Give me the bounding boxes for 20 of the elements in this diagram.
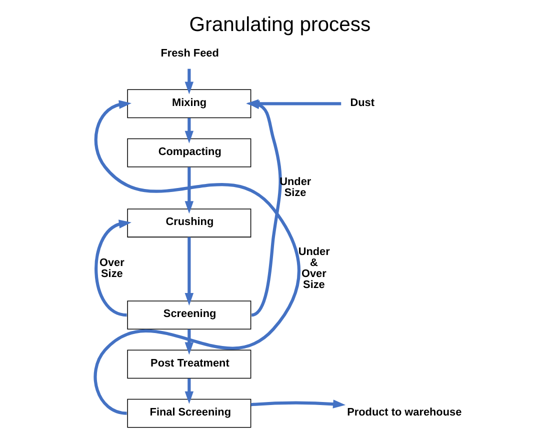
arrow (184, 118, 194, 144)
arrow (184, 329, 194, 355)
arrow (94, 220, 132, 317)
arrow (184, 68, 194, 94)
node-box: Post Treatment (127, 350, 252, 379)
edge-label: Over Size (99, 257, 124, 280)
node-box: Crushing (127, 208, 252, 238)
diagram-title: Granulating process (189, 14, 371, 36)
node-box: Final Screening (127, 398, 252, 428)
arrow (184, 237, 194, 306)
node-box: Mixing (127, 89, 252, 118)
arrow (250, 400, 346, 408)
arrow (184, 378, 194, 404)
node-text: Product to warehouse (347, 406, 462, 418)
arrow (184, 167, 194, 214)
edge-label: Under & Over Size (298, 246, 330, 291)
node-box: Screening (127, 300, 252, 330)
node-text: Dust (350, 96, 374, 109)
node-text: Fresh Feed (160, 48, 219, 60)
node-box: Compacting (127, 138, 252, 168)
